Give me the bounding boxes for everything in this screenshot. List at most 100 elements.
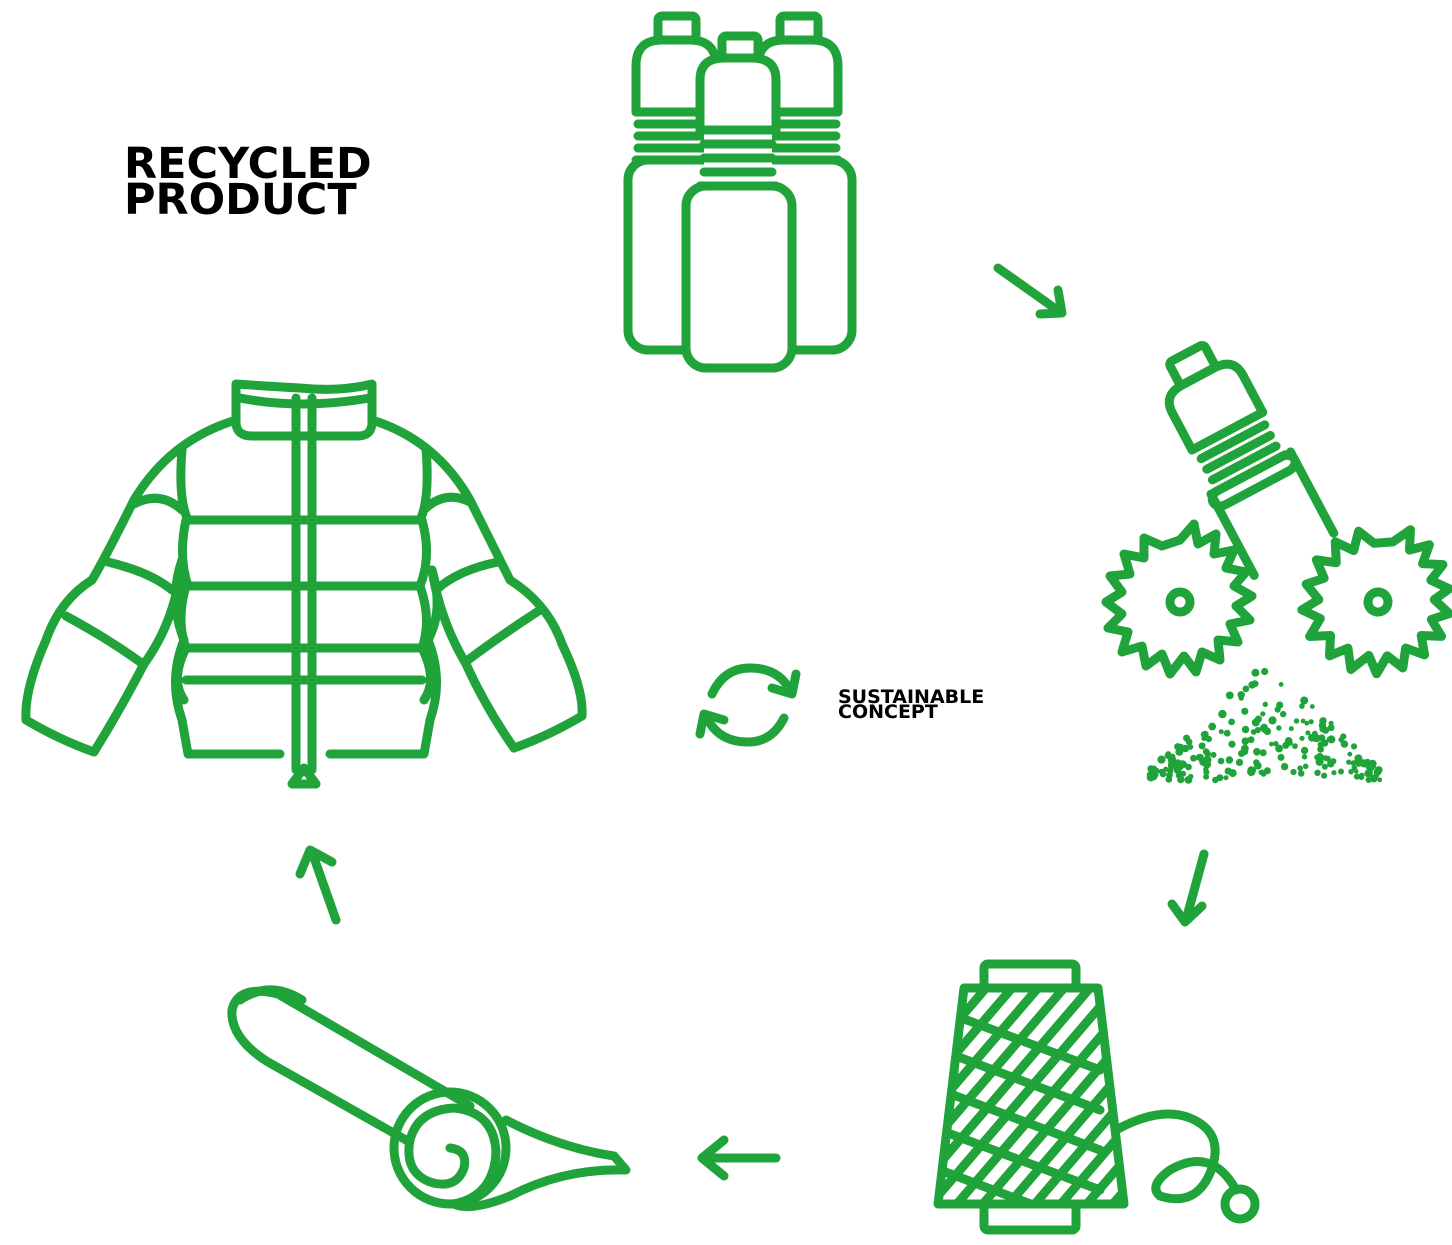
spool-stripe bbox=[1025, 988, 1124, 1204]
pellet bbox=[1277, 753, 1285, 761]
pellet bbox=[1292, 743, 1298, 749]
pellet bbox=[1282, 741, 1290, 749]
pellet bbox=[1263, 727, 1272, 736]
pellet bbox=[1322, 755, 1329, 761]
pellet bbox=[1321, 763, 1328, 770]
pellet bbox=[1210, 751, 1217, 758]
pellet bbox=[1174, 765, 1181, 772]
pellet bbox=[1314, 769, 1321, 776]
pellet bbox=[1305, 730, 1311, 736]
pellet bbox=[1276, 701, 1284, 709]
pellet bbox=[1225, 756, 1234, 764]
pellet bbox=[1290, 768, 1297, 776]
pellet bbox=[1280, 710, 1287, 718]
pellet bbox=[1247, 736, 1255, 744]
pellet bbox=[1157, 755, 1166, 764]
pellet bbox=[1280, 762, 1289, 771]
pellet bbox=[1359, 759, 1369, 768]
spool-cross-stripe bbox=[938, 1005, 1105, 1075]
pellet bbox=[1259, 749, 1267, 757]
pellet bbox=[1217, 757, 1225, 765]
pellet bbox=[1300, 746, 1309, 755]
pellet bbox=[1260, 711, 1266, 717]
pellet bbox=[1147, 765, 1155, 773]
pellet bbox=[1253, 681, 1259, 687]
fabric-roll-icon bbox=[227, 985, 631, 1212]
pellet bbox=[1235, 758, 1244, 767]
pellet bbox=[1187, 744, 1194, 750]
pellet bbox=[1273, 741, 1279, 747]
yarn-spool-icon bbox=[933, 959, 1452, 1240]
arrow-to-shredder-icon bbox=[993, 263, 1067, 319]
spool-stripe bbox=[1077, 988, 1124, 1204]
pellet bbox=[1261, 667, 1269, 676]
pellet bbox=[1320, 739, 1329, 747]
pellet bbox=[1347, 751, 1353, 757]
pellet bbox=[1327, 735, 1336, 744]
pellet bbox=[1354, 758, 1361, 766]
pellet bbox=[1350, 743, 1358, 750]
pellet bbox=[1319, 717, 1327, 725]
pellet bbox=[1322, 726, 1330, 734]
pellet bbox=[1185, 738, 1193, 746]
pellet bbox=[1204, 750, 1211, 757]
pellet bbox=[1169, 753, 1176, 760]
pellet bbox=[1223, 775, 1229, 781]
spool-stripe bbox=[1238, 960, 1452, 1240]
pellet bbox=[1146, 773, 1155, 782]
pellet bbox=[1254, 715, 1262, 723]
spool-cross-stripe bbox=[938, 1165, 1105, 1204]
pellet bbox=[1175, 772, 1182, 779]
title-line-1: RECYCLED bbox=[124, 139, 372, 189]
pellet bbox=[1241, 707, 1249, 715]
pellet bbox=[1288, 726, 1294, 732]
pellet bbox=[1212, 776, 1219, 784]
pellet bbox=[1190, 754, 1197, 762]
center-label-line-1: SUSTAINABLE bbox=[838, 686, 985, 708]
pellet bbox=[1301, 754, 1308, 760]
pellet bbox=[1241, 737, 1250, 745]
pellet bbox=[1228, 740, 1236, 748]
pellet bbox=[1309, 704, 1315, 709]
spool-stripe bbox=[938, 988, 1015, 1204]
title-line-2: PRODUCT bbox=[124, 175, 357, 225]
pellet bbox=[1353, 773, 1361, 780]
bottle-shredder-icon bbox=[1101, 340, 1452, 784]
pellet bbox=[1180, 770, 1187, 777]
pellet bbox=[1331, 770, 1337, 776]
pellet bbox=[1218, 709, 1227, 719]
pellet bbox=[1314, 754, 1320, 760]
pellet bbox=[1185, 763, 1192, 771]
pellet bbox=[1224, 767, 1232, 775]
pellet bbox=[1251, 668, 1260, 677]
pellet bbox=[1203, 766, 1209, 773]
pellet bbox=[1198, 754, 1204, 760]
arrow-to-spool-icon bbox=[1167, 849, 1209, 927]
pellet bbox=[1369, 761, 1376, 767]
pellet bbox=[1225, 691, 1234, 700]
pellet bbox=[1297, 765, 1303, 771]
pellet bbox=[1242, 685, 1250, 693]
pellet bbox=[1351, 765, 1358, 771]
pellet bbox=[1304, 720, 1310, 726]
pellet bbox=[1165, 751, 1172, 757]
pellet bbox=[1308, 733, 1316, 742]
spool-stripe bbox=[1051, 988, 1124, 1204]
arrow-to-fabric-icon bbox=[697, 1135, 781, 1181]
spool-stripe bbox=[938, 988, 1124, 1204]
spool-cross-stripe bbox=[938, 1085, 1105, 1155]
pellet bbox=[1340, 740, 1349, 748]
pellet bbox=[1377, 777, 1383, 783]
pellet bbox=[1375, 766, 1383, 774]
pellet bbox=[1338, 768, 1344, 775]
center-label: SUSTAINABLE CONCEPT bbox=[838, 686, 985, 722]
spool-stripe bbox=[1212, 960, 1452, 1240]
pellet bbox=[1293, 718, 1300, 724]
pellet bbox=[1223, 729, 1231, 737]
recycle-cycle-icon bbox=[695, 663, 801, 747]
pellet bbox=[1300, 696, 1309, 705]
plastic-bottles-icon bbox=[623, 11, 857, 373]
spool-stripe bbox=[938, 988, 1119, 1204]
pellet bbox=[1268, 716, 1277, 725]
